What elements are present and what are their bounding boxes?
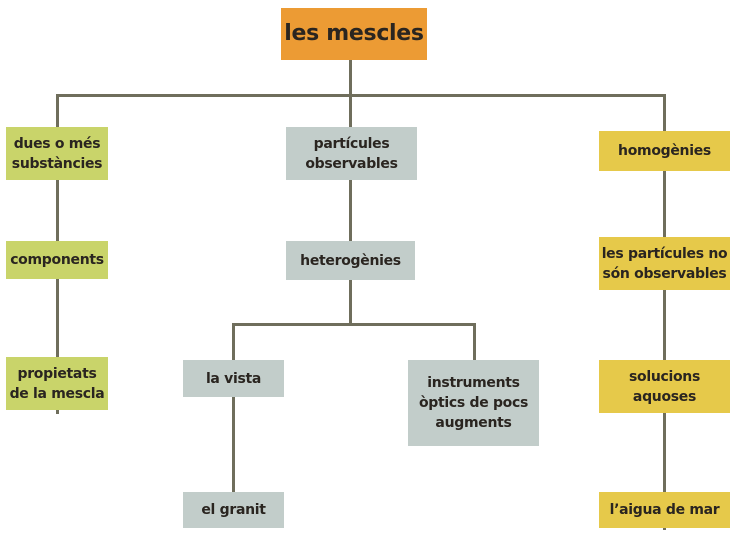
connector [56, 94, 666, 97]
node-components: components [6, 241, 108, 279]
connector [232, 323, 476, 326]
connector [663, 94, 666, 530]
node-propietats: propietats de la mescla [6, 357, 108, 410]
node-la-vista: la vista [183, 360, 284, 397]
connector [349, 58, 352, 128]
node-homogenies: homogènies [599, 131, 730, 171]
node-el-granit: el granit [183, 492, 284, 528]
node-heterogenies: heterogènies [286, 241, 415, 280]
node-aigua-de-mar: l’aigua de mar [599, 492, 730, 528]
node-solucions-aquoses: solucions aquoses [599, 360, 730, 413]
node-dues-o-mes-substancies: dues o més substàncies [6, 127, 108, 180]
root-node: les mescles [281, 8, 427, 60]
connector [473, 323, 476, 361]
node-particules-no-observables: les partícules no són observables [599, 237, 730, 290]
connector [232, 323, 235, 493]
node-particules-observables: partícules observables [286, 127, 417, 180]
node-instruments-optics: instruments òptics de pocs augments [408, 360, 539, 446]
